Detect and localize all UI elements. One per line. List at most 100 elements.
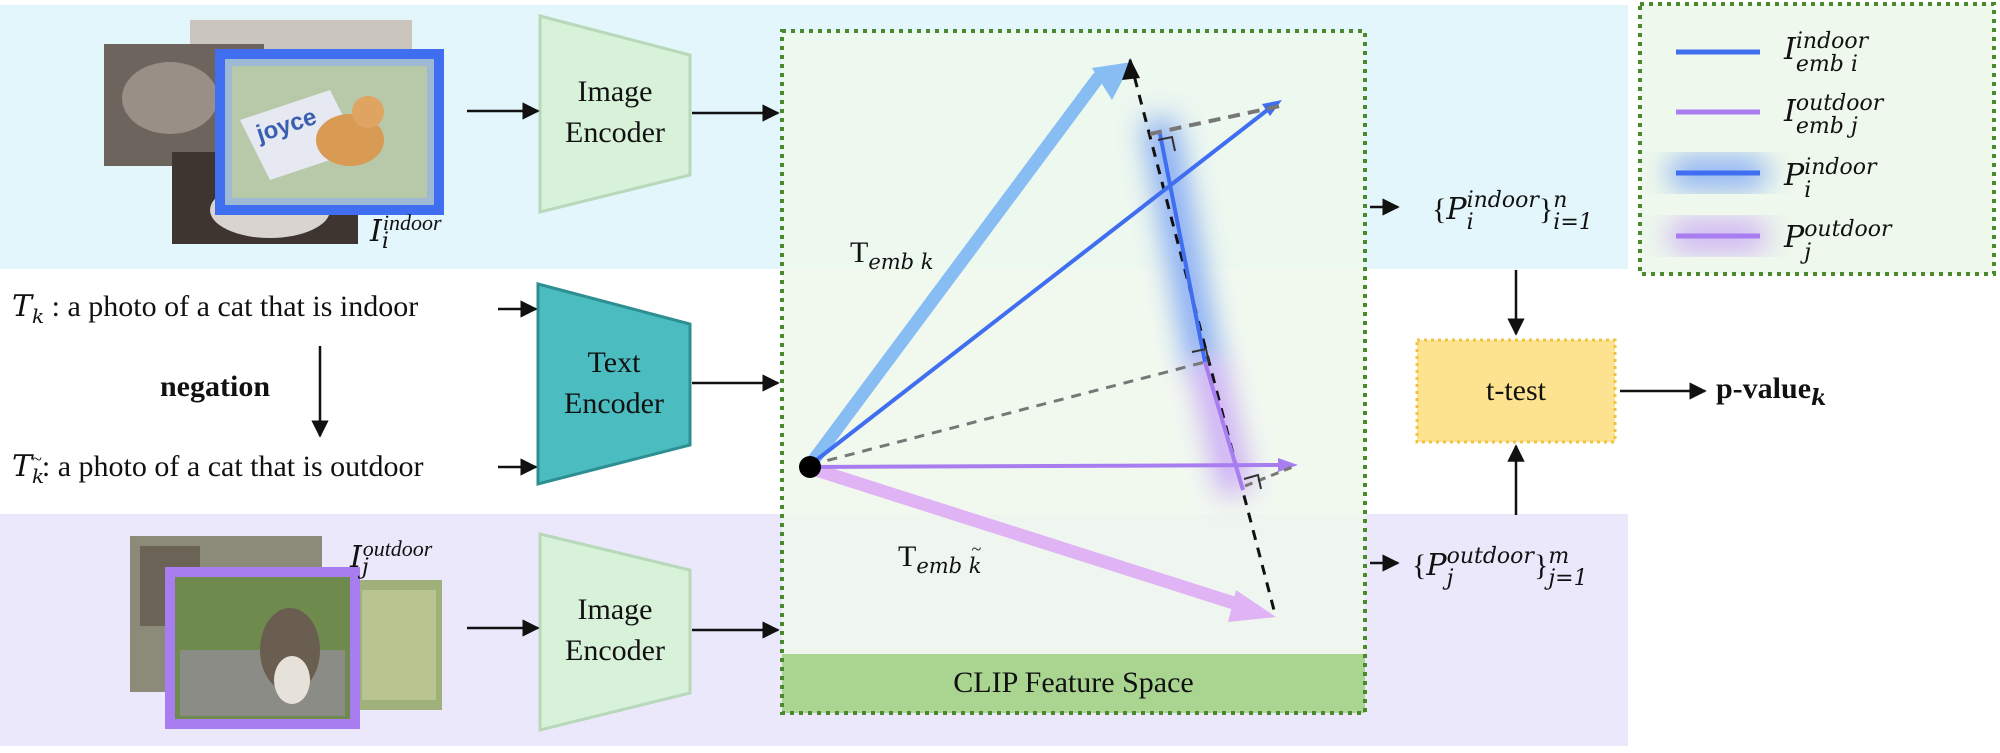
prompt-outdoor-text: a photo of a cat that is outdoor	[57, 450, 424, 483]
origin-point	[799, 456, 821, 478]
pvalue-sub: k	[1811, 385, 1827, 411]
legend-item-0-sup: indoor	[1795, 29, 1869, 54]
proj-outdoor-sup: outdoor	[1446, 544, 1534, 569]
prompt-outdoor-sub: k	[32, 464, 45, 488]
img-indoor-label: Iiindoor	[370, 212, 442, 253]
t-emb-k-neg-label: Temb k~	[898, 539, 982, 578]
t-emb-k-vector	[803, 71, 1105, 472]
t-emb-k-symbol: T	[850, 236, 869, 269]
img-outdoor-label: Ijoutdoor	[350, 538, 432, 579]
prompt-outdoor-sep: :	[41, 450, 51, 483]
clip-feature-space-area	[782, 31, 1365, 713]
t-emb-k-neg-symbol: T	[898, 540, 917, 573]
proj-dash-2	[809, 360, 1206, 467]
image-encoder-bottom-line1: Image	[577, 593, 653, 626]
clip-space-label: CLIP Feature Space	[953, 666, 1194, 699]
proj-indoor-symbol: P	[1446, 192, 1467, 227]
legend-item-2-sup: indoor	[1804, 155, 1877, 180]
prompt-indoor-sub: k	[32, 304, 45, 328]
proj-indoor-range-sup: n	[1553, 188, 1568, 213]
prompt-indoor: Tk : a photo of a cat that is indoor	[12, 289, 419, 328]
proj-indoor-sub: i	[1466, 210, 1474, 235]
prompt-outdoor: Tk~: a photo of a cat that is outdoor	[12, 450, 423, 486]
right-angle-1	[1157, 135, 1176, 152]
text-encoder-shape	[536, 282, 692, 486]
legend-item-1-sub: emb j	[1795, 114, 1858, 140]
proj-outdoor-open: {	[1412, 549, 1427, 582]
prompt-outdoor-symbol: T	[12, 449, 33, 484]
image-encoder-top-label: Image Encoder	[540, 72, 690, 153]
legend-item-0-symbol: I	[1784, 32, 1796, 68]
prompt-indoor-symbol: T	[12, 289, 33, 324]
image-encoder-top-line1: Image	[577, 75, 653, 108]
t-emb-k-label: Temb k	[850, 238, 934, 273]
legend-item-2-sub: i	[1804, 178, 1812, 204]
t-emb-k-sub: emb k	[868, 250, 934, 274]
prompt-indoor-sep: :	[44, 290, 68, 323]
clip-border	[780, 29, 1367, 715]
image-encoder-bottom-label: Image Encoder	[540, 590, 690, 671]
img-outdoor-symbol: I	[350, 540, 362, 575]
image-encoder-bottom-shape	[538, 532, 692, 732]
negation-label: negation	[160, 370, 271, 403]
t-emb-k-neg-vector	[803, 461, 1247, 612]
proj-indoor-range-sub: i=1	[1553, 210, 1593, 235]
image-encoder-bottom-line2: Encoder	[565, 633, 665, 667]
direction-dashed-line	[1128, 59, 1277, 615]
proj-outdoor-symbol: P	[1426, 548, 1447, 583]
img-indoor-sup: indoor	[382, 210, 442, 235]
proj-segment-outdoor	[1203, 361, 1245, 491]
t-emb-k-arrowhead	[1092, 62, 1132, 100]
image-encoder-top-shape	[538, 14, 692, 214]
legend-item-1-symbol: I	[1784, 94, 1796, 130]
prompt-indoor-text: a photo of a cat that is indoor	[67, 290, 419, 323]
pvalue-label: p-valuek	[1716, 372, 1827, 411]
outdoor-image-stack	[130, 536, 442, 729]
pvalue-text: p-value	[1716, 372, 1812, 405]
i-emb-indoor-vector	[808, 106, 1272, 467]
proj-segment-indoor	[1158, 133, 1207, 363]
proj-dash-3	[1244, 464, 1296, 488]
t-emb-k-neg-sub: emb k	[916, 554, 982, 578]
prompt-outdoor-tilde: ~	[32, 449, 42, 469]
proj-indoor-open: {	[1432, 193, 1447, 226]
clip-footer	[782, 654, 1365, 713]
indoor-image-stack	[104, 20, 444, 244]
legend-item-3-sup: outdoor	[1804, 217, 1892, 242]
ttest-label: t-test	[1486, 374, 1546, 407]
proj-outdoor-close: }	[1533, 549, 1549, 582]
right-angle-3	[1243, 473, 1262, 490]
i-emb-outdoor-arrowhead	[1278, 458, 1298, 472]
t-emb-k-neg-tilde: ~	[971, 539, 982, 559]
right-angle-2	[1191, 347, 1210, 364]
img-indoor-sub: i	[381, 229, 389, 254]
text-encoder-line2: Encoder	[564, 386, 664, 420]
text-encoder-line1: Text	[587, 346, 641, 379]
legend-item-0-sub: emb i	[1795, 52, 1858, 78]
legend-item-3-sub: j	[1804, 240, 1812, 266]
t-emb-k-neg-arrowhead	[1228, 590, 1276, 622]
proj-indoor-close: }	[1538, 193, 1554, 226]
img-indoor-symbol: I	[370, 214, 382, 249]
legend-item-2-symbol: P	[1784, 158, 1805, 194]
image-encoder-top-line2: Encoder	[565, 115, 665, 149]
proj-dash-1	[1149, 104, 1281, 136]
ttest-box	[1415, 338, 1617, 444]
legend-item-3-symbol: P	[1784, 220, 1805, 256]
proj-outdoor-sub: j	[1446, 566, 1454, 591]
proj-outdoor-range-sub: j=1	[1548, 566, 1588, 591]
text-encoder-label: Text Encoder	[538, 343, 690, 424]
legend-item-1-sup: outdoor	[1795, 91, 1884, 116]
proj-outdoor-range-sup: m	[1548, 544, 1570, 569]
img-outdoor-sup: outdoor	[362, 536, 433, 561]
img-outdoor-sub: j	[361, 555, 369, 580]
proj-indoor-sup: indoor	[1466, 188, 1539, 213]
i-emb-outdoor-vector	[809, 463, 1283, 469]
direction-arrowhead	[1122, 58, 1140, 80]
